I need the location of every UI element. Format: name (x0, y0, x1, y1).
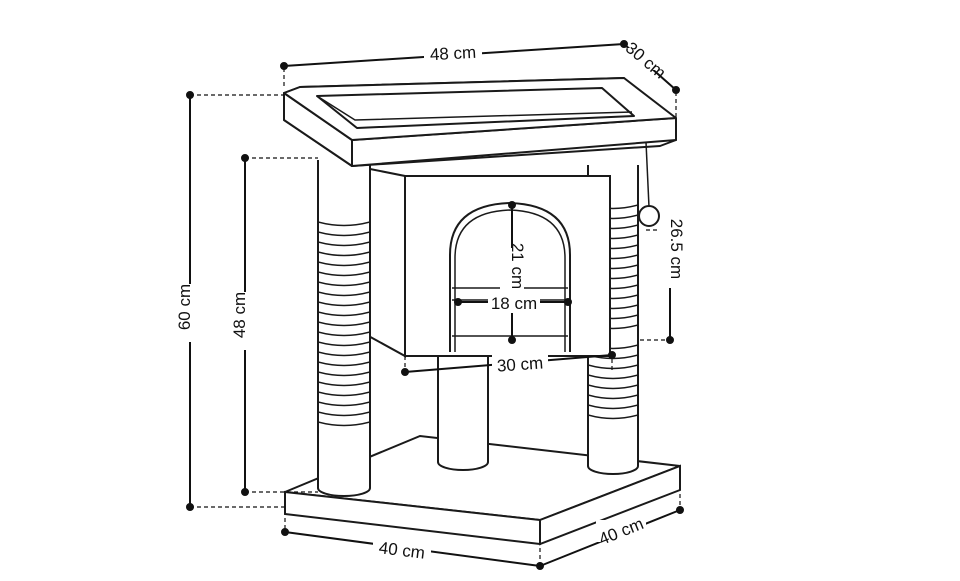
top-tray (283, 77, 677, 167)
hanging-toy (638, 141, 660, 227)
dimension-guides (190, 68, 681, 566)
label-door-height: 21 cm (508, 243, 527, 289)
label-door-width: 18 cm (491, 294, 537, 313)
left-post (317, 160, 371, 497)
label-total-height: 60 cm (175, 284, 194, 330)
house-box (364, 166, 611, 358)
base-platform (284, 434, 681, 546)
label-top-width: 48 cm (429, 43, 476, 64)
center-post (437, 350, 489, 471)
label-backgrounds (178, 42, 683, 561)
label-side-height: 26.5 cm (667, 219, 686, 279)
label-house-width: 30 cm (496, 353, 544, 375)
label-house-height: 48 cm (230, 292, 249, 338)
